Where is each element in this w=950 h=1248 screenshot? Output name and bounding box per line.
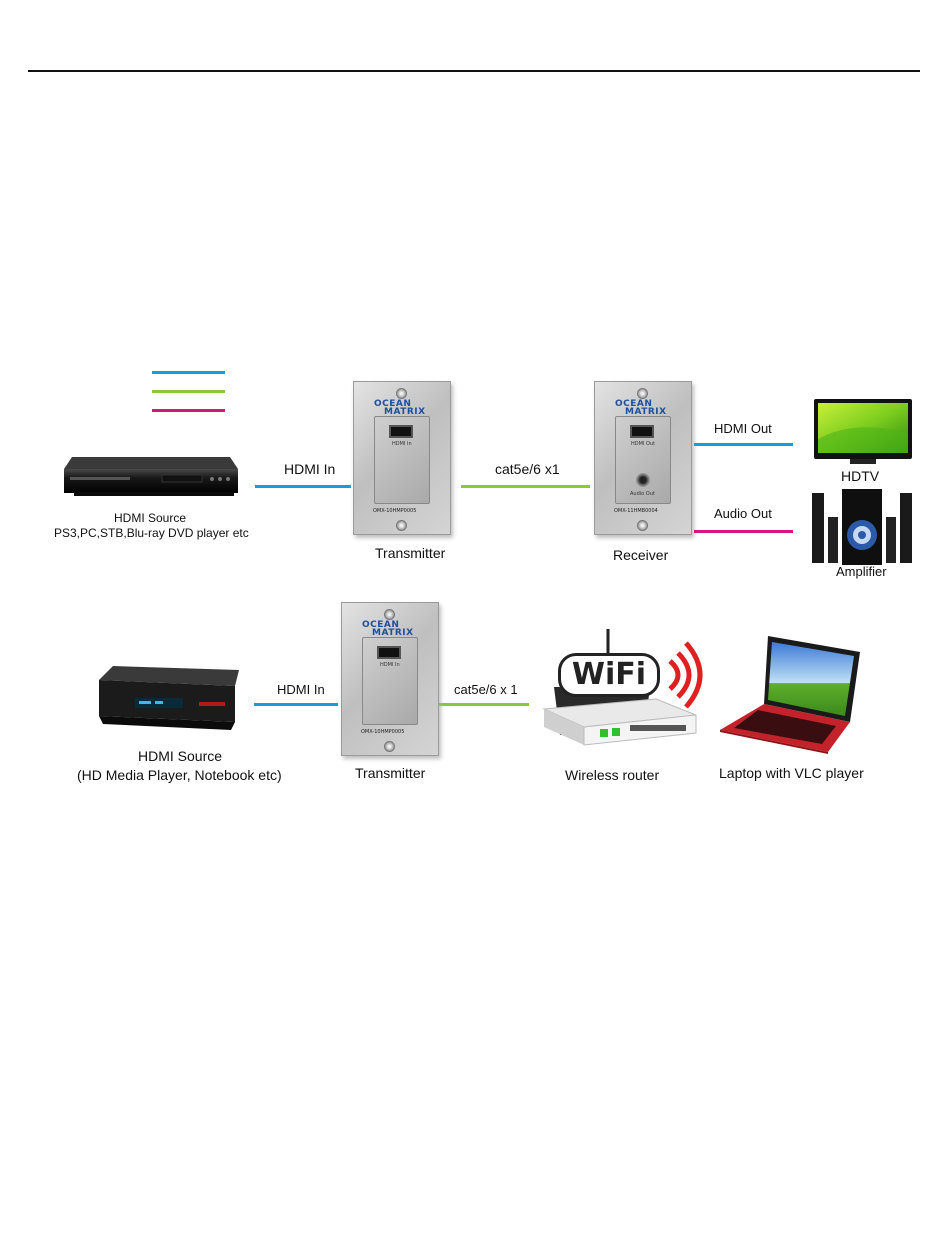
row1-source-title: HDMI Source bbox=[113, 511, 187, 525]
audio-port-label: Audio Out bbox=[630, 491, 655, 497]
hdmi-port-icon bbox=[630, 425, 654, 438]
row2-transmitter-label: Transmitter bbox=[355, 765, 426, 781]
receiver-label: Receiver bbox=[613, 547, 669, 563]
row2-source-subtitle: (HD Media Player, Notebook etc) bbox=[77, 767, 282, 783]
row2-hdmi-in-label: HDMI In bbox=[277, 682, 325, 697]
media-player-image bbox=[95, 664, 239, 734]
row1-source-subtitle: PS3,PC,STB,Blu-ray DVD player etc bbox=[54, 526, 249, 540]
hdmi-out-label: HDMI Out bbox=[714, 421, 772, 436]
hdtv-image bbox=[814, 399, 912, 465]
model-number: OMX-10HMP0005 bbox=[361, 729, 405, 735]
legend-audio-line bbox=[152, 409, 225, 412]
screw-icon bbox=[637, 388, 648, 399]
port-label: HDMI Out bbox=[631, 441, 656, 447]
row2-source-title: HDMI Source bbox=[138, 748, 223, 764]
laptop-image bbox=[718, 634, 862, 754]
row2-cat-line bbox=[439, 703, 529, 706]
row2-cable-label: cat5e/6 x 1 bbox=[454, 682, 518, 697]
hdtv-label: HDTV bbox=[841, 468, 880, 484]
row1-cable-label: cat5e/6 x1 bbox=[495, 461, 560, 477]
hdmi-port-icon bbox=[377, 646, 401, 659]
model-number: OMX-11HMB0004 bbox=[614, 508, 658, 514]
hdmi-port-icon bbox=[389, 425, 413, 438]
row1-transmitter-label: Transmitter bbox=[375, 545, 446, 561]
legend-cat-line bbox=[152, 390, 225, 393]
audio-out-line bbox=[694, 530, 793, 533]
model-number: OMX-10HMP0005 bbox=[373, 508, 417, 514]
port-window: HDMI In bbox=[374, 416, 430, 504]
screw-icon bbox=[396, 388, 407, 399]
legend-hdmi-line bbox=[152, 371, 225, 374]
port-label: HDMI In bbox=[392, 441, 412, 447]
row1-hdmi-in-line bbox=[255, 485, 351, 488]
screw-icon bbox=[396, 520, 407, 531]
router-label: Wireless router bbox=[565, 767, 660, 783]
wifi-logo: WiFi bbox=[558, 653, 660, 697]
row1-cat-line bbox=[461, 485, 590, 488]
amplifier-image bbox=[812, 489, 914, 565]
amplifier-label: Amplifier bbox=[836, 564, 887, 579]
audio-out-label: Audio Out bbox=[714, 506, 772, 521]
port-window: HDMI Out Audio Out bbox=[615, 416, 671, 504]
wireless-router-image: WiFi bbox=[540, 627, 712, 759]
row1-hdmi-in-label: HDMI In bbox=[284, 461, 336, 477]
top-rule bbox=[28, 70, 920, 72]
screw-icon bbox=[384, 609, 395, 620]
audio-jack-icon bbox=[636, 473, 650, 487]
hdmi-out-line bbox=[694, 443, 793, 446]
screw-icon bbox=[637, 520, 648, 531]
bluray-player-image bbox=[62, 455, 240, 497]
port-label: HDMI In bbox=[380, 662, 400, 668]
row2-hdmi-in-line bbox=[254, 703, 338, 706]
screw-icon bbox=[384, 741, 395, 752]
port-window: HDMI In bbox=[362, 637, 418, 725]
laptop-label: Laptop with VLC player bbox=[719, 765, 864, 781]
